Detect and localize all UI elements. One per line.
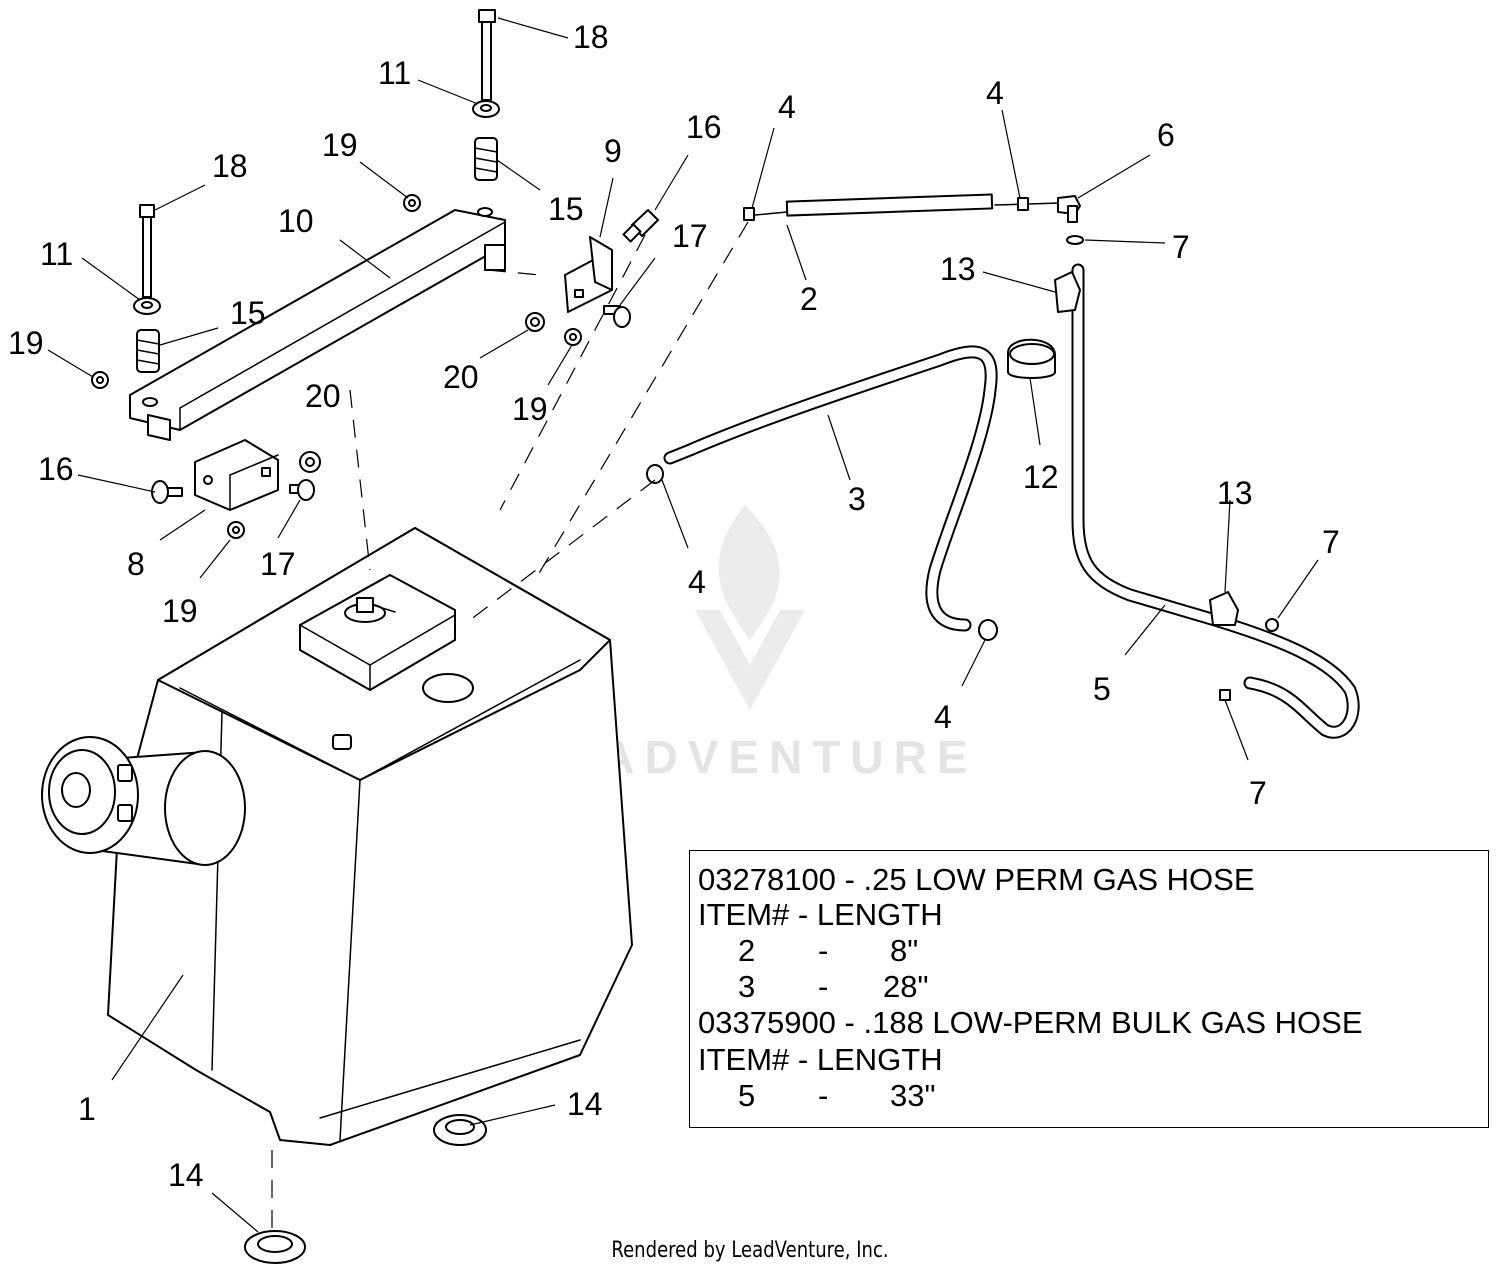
rendered-by-credit: Rendered by LeadVenture, Inc. bbox=[611, 1238, 889, 1263]
callout-7-right: 7 bbox=[1322, 524, 1340, 560]
nut-20-a bbox=[525, 312, 545, 332]
spring-right bbox=[474, 137, 498, 181]
callout-11-top: 11 bbox=[378, 55, 411, 91]
hose-clamp-7-mid bbox=[1265, 618, 1279, 632]
mount-bracket-9 bbox=[564, 236, 613, 313]
nut-19-c bbox=[564, 328, 582, 346]
hose-clip-13-bottom bbox=[1209, 591, 1239, 626]
callout-7-top: 7 bbox=[1172, 229, 1190, 265]
nut-19-a bbox=[91, 371, 109, 389]
callout-17-top: 17 bbox=[672, 218, 708, 254]
fuel-hose-3 bbox=[663, 345, 998, 632]
callout-8: 8 bbox=[127, 546, 145, 582]
bolt-left bbox=[139, 204, 155, 298]
callout-15-top: 15 bbox=[548, 191, 584, 227]
callout-14-right: 14 bbox=[567, 1086, 603, 1122]
callout-13-top: 13 bbox=[940, 251, 976, 287]
hose1-header: ITEM# - LENGTH bbox=[698, 897, 943, 932]
callout-labels: 18 11 15 18 19 10 11 15 19 16 9 17 20 19… bbox=[8, 19, 1340, 1193]
hose-clamp-4-c bbox=[646, 464, 664, 484]
callout-20-left: 20 bbox=[305, 378, 341, 414]
callout-5: 5 bbox=[1093, 671, 1111, 707]
hose1-row-dash: - bbox=[818, 933, 829, 968]
callout-19-top: 19 bbox=[322, 127, 358, 163]
spring-left bbox=[136, 329, 160, 373]
callout-19-left: 19 bbox=[8, 325, 44, 361]
pin-17-b bbox=[289, 479, 315, 501]
callout-4-top-left: 4 bbox=[778, 89, 796, 125]
hose1-row-item: 3 bbox=[738, 969, 756, 1004]
hose-clamp-7-top bbox=[1066, 235, 1084, 245]
callout-18-top: 18 bbox=[573, 19, 609, 55]
callout-4-top-right: 4 bbox=[986, 75, 1004, 111]
pin-17-a bbox=[603, 305, 631, 328]
hose-clamp-12 bbox=[1007, 338, 1056, 379]
hose1-row-length: 8" bbox=[890, 933, 919, 968]
hose-clamp-7-end bbox=[1219, 689, 1231, 701]
callout-17-left: 17 bbox=[260, 546, 296, 582]
callout-10: 10 bbox=[278, 203, 314, 239]
callout-12: 12 bbox=[1023, 459, 1059, 495]
callout-19-bottom: 19 bbox=[162, 593, 198, 629]
hose2-row-dash: - bbox=[818, 1078, 829, 1113]
callout-14-left: 14 bbox=[168, 1157, 204, 1193]
tank-strap-bracket bbox=[129, 207, 506, 441]
hose1-title: 03278100 - .25 LOW PERM GAS HOSE bbox=[698, 862, 1255, 897]
washer-right bbox=[472, 100, 500, 118]
callout-15-left: 15 bbox=[230, 295, 266, 331]
callout-16-top: 16 bbox=[686, 109, 722, 145]
hose2-header: ITEM# - LENGTH bbox=[698, 1042, 943, 1077]
hose2-row-length: 33" bbox=[890, 1078, 936, 1113]
fuel-tank bbox=[41, 527, 633, 1146]
hose-clip-13-top bbox=[1054, 271, 1081, 313]
fuel-hose-2 bbox=[754, 193, 1061, 217]
callout-16-left: 16 bbox=[38, 451, 74, 487]
callout-11-left: 11 bbox=[40, 236, 73, 272]
callout-13-bottom: 13 bbox=[1217, 475, 1253, 511]
callout-1: 1 bbox=[78, 1091, 96, 1127]
callout-4-bottom: 4 bbox=[934, 699, 952, 735]
callout-3: 3 bbox=[848, 481, 866, 517]
hose-length-table: 03278100 - .25 LOW PERM GAS HOSE ITEM# -… bbox=[689, 850, 1489, 1128]
callout-2: 2 bbox=[800, 281, 818, 317]
nut-19-b bbox=[403, 194, 421, 212]
callout-4-left: 4 bbox=[688, 564, 706, 600]
nut-19-d bbox=[227, 521, 245, 539]
callout-19-mid: 19 bbox=[512, 391, 548, 427]
washer-left bbox=[133, 297, 161, 315]
fuel-hose-5 bbox=[1071, 263, 1360, 739]
bolt-right bbox=[478, 9, 496, 101]
mount-bracket-8 bbox=[194, 439, 279, 511]
grommet-bottom-right bbox=[433, 1114, 487, 1146]
hose1-row-dash: - bbox=[818, 969, 829, 1004]
grommet-bottom-left bbox=[244, 1230, 306, 1264]
hose-clamp-4-a bbox=[743, 207, 755, 221]
bolt-16-b bbox=[151, 480, 183, 504]
hose1-row-item: 2 bbox=[738, 933, 756, 968]
callout-18-left: 18 bbox=[212, 148, 248, 184]
hose-clamp-4-b bbox=[1017, 197, 1029, 211]
elbow-fitting-6 bbox=[1057, 195, 1081, 223]
hose-clamp-4-d bbox=[978, 619, 998, 641]
hose2-row-item: 5 bbox=[738, 1078, 756, 1113]
leader-lines bbox=[47, 17, 1319, 1233]
callout-6: 6 bbox=[1157, 117, 1175, 153]
callout-9: 9 bbox=[604, 133, 622, 169]
hose2-title: 03375900 - .188 LOW-PERM BULK GAS HOSE bbox=[698, 1005, 1363, 1040]
callout-7-bottom: 7 bbox=[1249, 775, 1267, 811]
callout-20-right: 20 bbox=[443, 359, 479, 395]
hose1-row-length: 28" bbox=[883, 969, 929, 1004]
nut-20-b bbox=[299, 451, 321, 473]
bolt-16-a bbox=[622, 209, 659, 243]
